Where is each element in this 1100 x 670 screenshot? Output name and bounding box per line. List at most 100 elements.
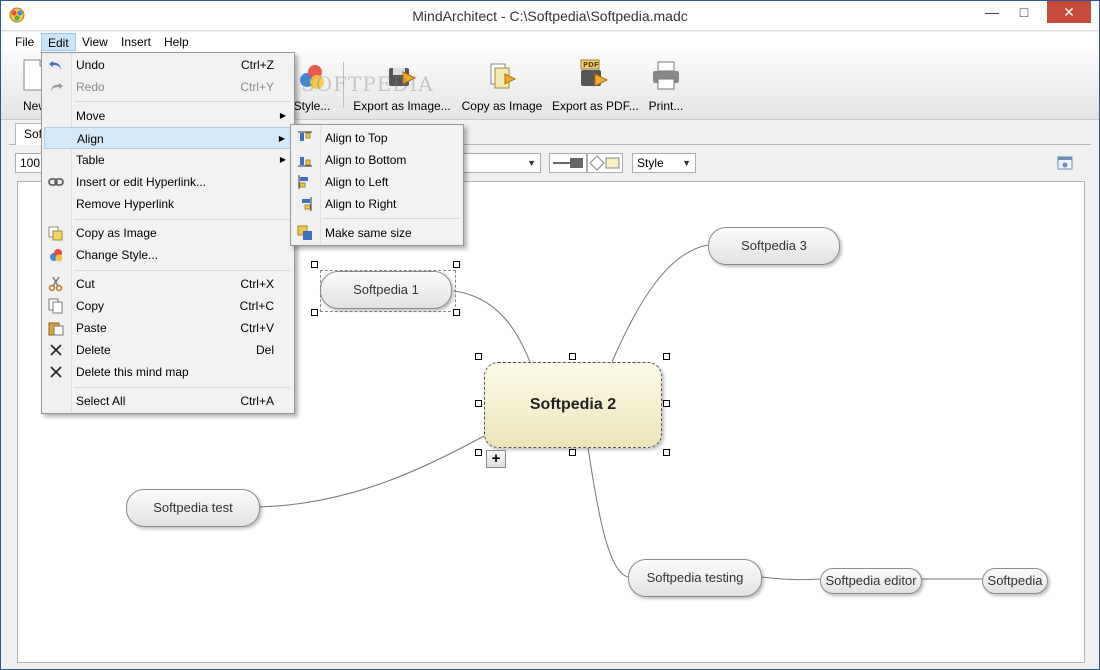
print-button[interactable]: Print... [644,56,688,116]
copy-icon [48,298,63,314]
mindmap-node[interactable]: Softpedia test [126,489,260,527]
toolbar-separator [343,62,344,108]
menu-item-select-all[interactable]: Select All Ctrl+A [76,394,274,408]
mindmap-node[interactable]: Softpedia [982,568,1048,594]
menu-separator [74,101,290,102]
fill-style-icon [589,155,620,171]
fill-style-picker[interactable] [587,153,623,173]
add-child-button[interactable]: + [486,450,506,468]
copy-image-icon [490,63,517,89]
line-style-icon [553,158,583,168]
resize-handle[interactable] [453,261,460,268]
menu-item-remove-hyperlink[interactable]: Remove Hyperlink [76,197,175,211]
menu-item-copy-as-image[interactable]: Copy as Image [44,222,292,244]
menu-item-align-left[interactable]: Align to Left [293,171,461,193]
maximize-button[interactable]: □ [1019,4,1029,20]
redo-icon [51,83,63,92]
delete-icon [50,366,62,378]
menu-item-cut[interactable]: Cut Ctrl+X [44,273,292,295]
align-left-icon [298,175,308,189]
export-image-icon [389,68,417,86]
menu-gutter [291,125,321,245]
resize-handle[interactable] [663,400,670,407]
menu-item-align-right[interactable]: Align to Right [293,193,461,215]
style-label: Style... [293,99,331,113]
align-right-icon [302,197,312,211]
resize-handle[interactable] [663,353,670,360]
menu-bar: File Edit View Insert Help [1,32,1099,52]
palette-icon [300,65,324,89]
line-style-picker[interactable] [549,153,587,173]
menu-insert[interactable]: Insert [121,35,152,49]
menu-item-paste[interactable]: Paste Ctrl+V [44,317,292,339]
style-button[interactable]: Style... [285,56,339,116]
minimize-button[interactable]: — [985,4,999,20]
resize-handle[interactable] [663,449,670,456]
menu-help[interactable]: Help [164,35,189,49]
menu-item-align-top[interactable]: Align to Top [293,127,461,149]
submenu-arrow-icon: ▶ [278,134,285,143]
connector-lines [259,244,982,581]
menu-separator [74,219,290,220]
resize-handle[interactable] [453,309,460,316]
printer-icon [653,61,679,90]
resize-handle[interactable] [475,353,482,360]
edit-menu: Undo Ctrl+Z Redo Ctrl+Y Move ▶ Align ▶ T… [41,52,295,414]
mindmap-node[interactable]: Softpedia editor [820,568,922,594]
menu-item-table[interactable]: Table ▶ [44,149,292,171]
format-bar: 100 ▼ Style ▼ [9,149,1091,177]
zoom-value: 100 [20,156,41,170]
export-image-button[interactable]: Export as Image... [353,56,451,116]
menu-item-align[interactable]: Align ▶ [44,127,292,149]
central-node[interactable]: Softpedia 2 [484,362,662,448]
menu-item-insert-hyperlink[interactable]: Insert or edit Hyperlink... [44,171,292,193]
align-top-icon [298,131,312,141]
menu-item-change-style[interactable]: Change Style... [44,244,292,266]
align-submenu: Align to Top Align to Bottom Align to Le… [290,124,464,246]
font-combo[interactable]: ▼ [463,153,541,173]
panel-toggle-icon[interactable] [1057,155,1073,171]
menu-separator [74,270,290,271]
menu-item-make-same-size[interactable]: Make same size [293,222,461,244]
resize-handle[interactable] [311,261,318,268]
menu-item-redo[interactable]: Redo Ctrl+Y [44,76,292,98]
menu-edit[interactable]: Edit [41,33,76,51]
mindmap-node[interactable]: Softpedia 1 [320,271,452,309]
window-title: MindArchitect - C:\Softpedia\Softpedia.m… [412,8,688,24]
softpedia-watermark: SOFTPEDIA [301,72,434,96]
delete-icon [50,344,62,356]
menu-item-undo[interactable]: Undo Ctrl+Z [44,54,292,76]
export-pdf-icon: PDF [580,59,609,87]
menu-item-delete-map[interactable]: Delete this mind map [44,361,292,383]
scissors-icon [48,276,63,292]
link-icon [48,178,64,186]
menu-item-copy[interactable]: Copy Ctrl+C [44,295,292,317]
menu-item-move[interactable]: Move ▶ [44,105,292,127]
print-label: Print... [648,99,684,113]
resize-handle[interactable] [569,353,576,360]
style-combo[interactable]: Style ▼ [632,153,696,173]
mindmap-node[interactable]: Softpedia testing [628,559,762,597]
close-button[interactable]: ✕ [1047,1,1091,23]
undo-icon [49,61,61,70]
menu-view[interactable]: View [82,35,108,49]
export-pdf-button[interactable]: PDF Export as PDF... [552,56,639,116]
resize-handle[interactable] [475,449,482,456]
menu-item-delete[interactable]: Delete Del [44,339,292,361]
resize-handle[interactable] [311,309,318,316]
app-logo-icon [9,7,25,23]
resize-handle[interactable] [475,400,482,407]
palette-icon [50,249,63,262]
copy-image-button[interactable]: Copy as Image [460,56,544,116]
copy-image-icon [48,226,63,241]
new-label: New [22,99,47,113]
title-bar: MindArchitect - C:\Softpedia\Softpedia.m… [1,1,1099,31]
pdf-badge: PDF [583,61,599,69]
menu-separator [74,387,290,388]
chevron-down-icon: ▼ [527,158,536,168]
mindmap-node[interactable]: Softpedia 3 [708,227,840,265]
menu-file[interactable]: File [15,35,35,49]
menu-item-align-bottom[interactable]: Align to Bottom [293,149,461,171]
resize-handle[interactable] [569,449,576,456]
